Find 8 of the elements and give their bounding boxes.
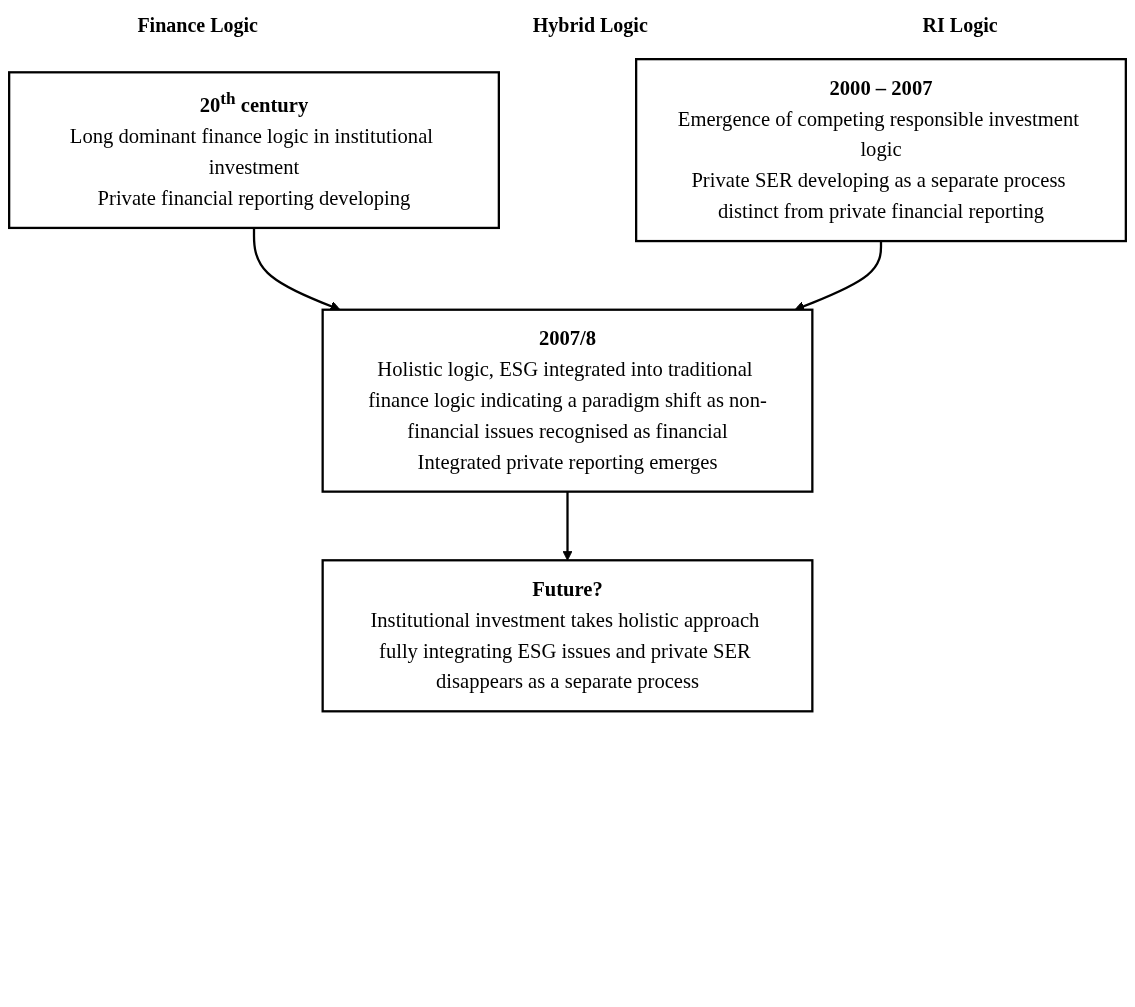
arrow bbox=[562, 491, 573, 561]
node-box: 2000 – 2007 Emergence of competing responsible investment logic Private SER developing as a separate process distinct from private financial reporting bbox=[635, 58, 1127, 243]
node-box: 20$^{th}$ century Long dominant finance logic in institutional investment Private financial reporting developing bbox=[8, 71, 500, 230]
column-heading: Hybrid Logic bbox=[532, 13, 648, 37]
node-box: 2007/8 Holistic logic, ESG integrated into traditional finance logic indicating a paradigm shift as non-financial issues recognised as financial Integrated private reporting emerges bbox=[321, 308, 814, 493]
column-heading: Finance Logic bbox=[137, 13, 258, 37]
node-box: Future? Institutional investment takes holistic approach fully integrating ESG issues and private SER disappears as a separate process bbox=[321, 559, 814, 713]
column-heading: RI Logic bbox=[922, 13, 998, 37]
